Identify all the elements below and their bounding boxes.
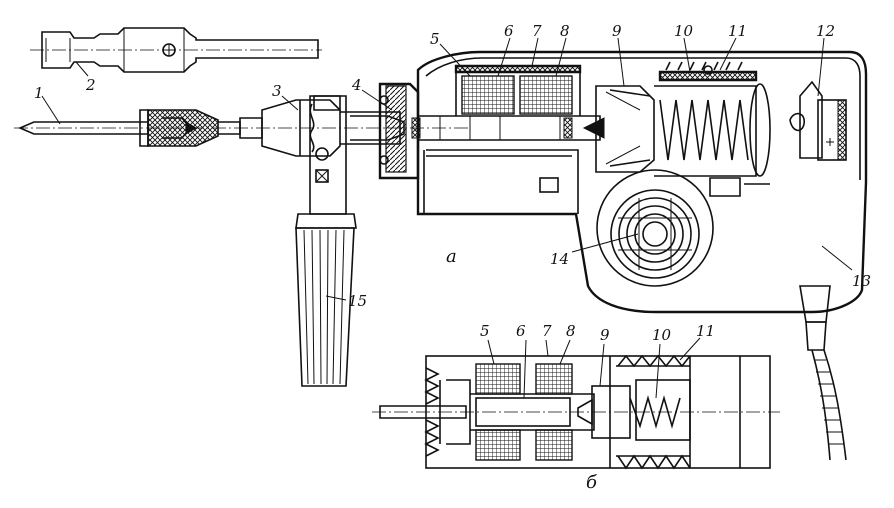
armature-part-6 [411,115,601,141]
callout-labels-view-b: 5 6 7 8 9 10 11 б [480,322,715,493]
callout-b-6: 6 [516,322,526,340]
callout-5: 5 [430,30,440,48]
callout-9: 9 [612,22,622,40]
barrel-part-4 [340,82,420,180]
callout-13: 13 [852,272,871,290]
callout-b-5: 5 [480,322,490,340]
callout-12: 12 [816,22,835,40]
callout-15: 15 [348,292,367,310]
callout-b-9: 9 [600,326,610,344]
switch-part-12 [744,80,847,185]
view-a-assembly [14,27,868,461]
view-label-b: б [586,472,598,493]
callout-7: 7 [532,22,542,40]
leaders-view-b [487,337,701,399]
callout-10: 10 [674,22,694,40]
spare-tool-part-2 [30,27,322,73]
callout-3: 3 [272,82,282,100]
callout-b-8: 8 [566,322,576,340]
housing-body [416,50,868,314]
spring-part-10-11 [654,61,771,177]
view-label-a: а [446,246,457,267]
callout-b-11: 11 [696,322,715,340]
striker-part-9 [582,85,655,173]
callout-b-7: 7 [542,322,552,340]
callout-6: 6 [504,22,514,40]
view-b-schematic [372,354,780,470]
callout-14: 14 [550,250,569,268]
tool-holder-part-3 [239,99,341,157]
leaders-view-a [41,37,853,301]
callout-b-10: 10 [652,326,672,344]
callout-1: 1 [34,84,44,102]
callout-labels-view-a: 1 2 3 4 5 6 7 8 9 10 11 12 13 14 15 а [34,22,871,310]
fan-part-14 [596,169,741,287]
cable-part-13 [799,285,847,461]
coils-part-5-8 [454,64,582,116]
callout-4: 4 [351,76,362,94]
side-handle-part-15 [295,95,357,387]
callout-2: 2 [85,76,96,94]
callout-11: 11 [728,22,747,40]
callout-8: 8 [560,22,570,40]
